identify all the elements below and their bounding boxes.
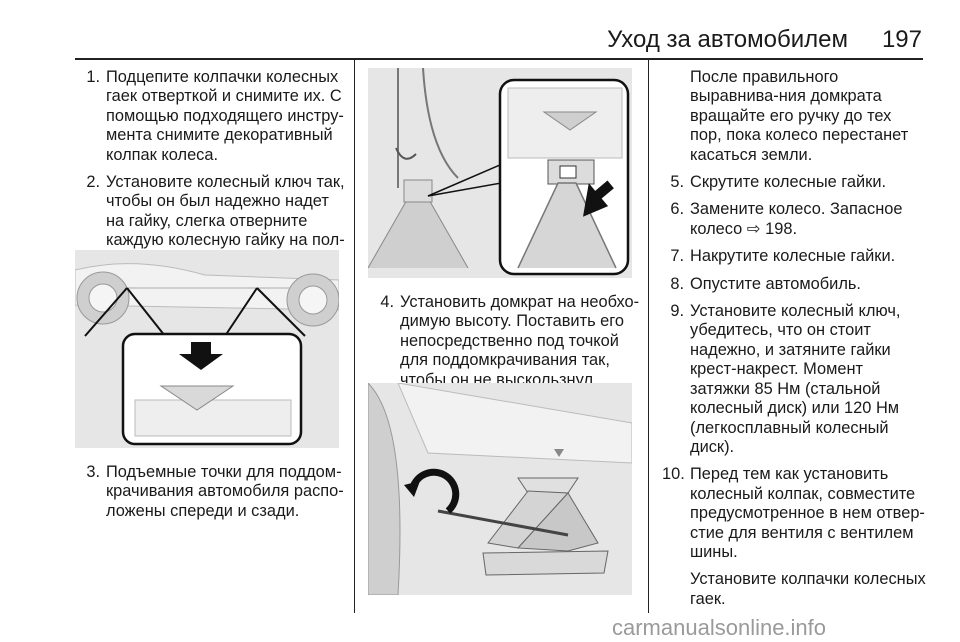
watermark: carmanualsonline.info [612,615,827,640]
arrow-ref-icon: ⇨ [746,219,761,238]
item-number: 3. [86,463,100,481]
item-text: Накрутите колесные гайки. [690,247,896,266]
column-1-lower: 3. Подъемные точки для поддом-крачивания… [78,463,348,529]
list-item: 4. Установить домкрат на необхо-димую вы… [372,293,644,390]
item-text: Подъемные точки для поддом-крачивания ав… [106,463,344,520]
figure-jack-cranking [367,381,633,596]
item-number: 5. [670,173,684,192]
item-text: Опустите автомобиль. [690,274,861,293]
list-item: 8. Опустите автомобиль. [662,275,926,294]
item-number: 6. [670,200,684,219]
list-item: 3. Подъемные точки для поддом-крачивания… [78,463,348,521]
column-1: 1. Подцепите колпачки колесных гаек отве… [78,68,348,278]
jack-cranking-illustration [367,381,633,596]
page-number: 197 [881,26,922,53]
item-text: Замените колесо. Запасное колесо [690,200,903,238]
page-reference: 198. [760,219,798,238]
figure-lifting-points [74,250,340,448]
item-text: Скрутите колесные гайки. [690,173,887,192]
header-rule [75,58,923,60]
list-item: 6. Замените колесо. Запасное колесо ⇨ 19… [662,200,926,239]
item-number: 8. [670,274,684,293]
column-3: После правильного выравнива-ния домкрата… [662,68,926,609]
list-item: 7. Накрутите колесные гайки. [662,247,926,266]
column-divider [648,60,649,613]
item-number: 4. [380,293,394,311]
final-paragraph: Установите колпачки колесных гаек. [690,570,926,608]
item-text: Перед тем как установить колесный колпак… [690,465,925,561]
list-item: 1. Подцепите колпачки колесных гаек отве… [78,68,348,165]
jack-placement-illustration [367,67,632,278]
lifting-points-illustration [74,250,340,448]
page-header: Уход за автомобилем 197 [0,0,960,56]
figure-jack-placement [367,67,632,278]
item-text: Подцепите колпачки колесных гаек отвертк… [106,68,344,164]
item-number: 1. [86,68,100,86]
item-text: Установите колесный ключ так, чтобы он б… [106,173,345,269]
list-item: 5. Скрутите колесные гайки. [662,173,926,192]
column-divider [354,60,355,613]
intro-paragraph: После правильного выравнива-ния домкрата… [690,68,909,164]
item-text: Установите колесный ключ, убедитесь, что… [690,302,901,456]
item-number: 10. [662,465,685,484]
item-number: 7. [670,247,684,266]
list-item: 9. Установите колесный ключ, убедитесь, … [662,302,926,457]
list-item: 10. Перед тем как установить колесный ко… [662,465,926,562]
item-text: Установить домкрат на необхо-димую высот… [400,293,640,389]
list-item: 2. Установите колесный ключ так, чтобы о… [78,173,348,270]
item-number: 9. [670,302,684,321]
item-number: 2. [86,173,100,192]
page-title: Уход за автомобилем [607,26,848,53]
